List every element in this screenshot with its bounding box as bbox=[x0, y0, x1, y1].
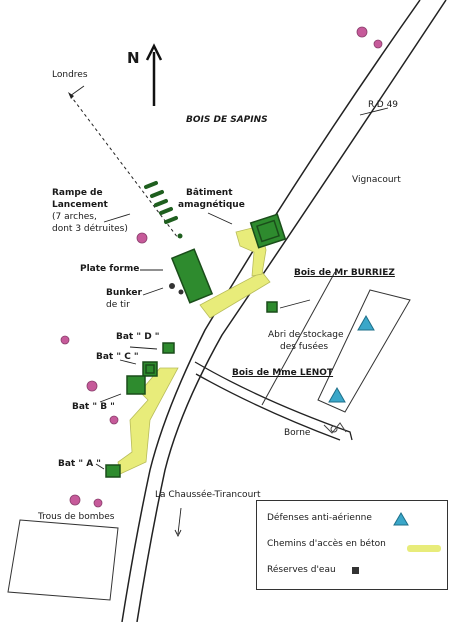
map-title: BOIS DE SAPINS bbox=[186, 115, 268, 125]
label-arrows bbox=[69, 85, 389, 538]
field-parcels bbox=[7, 271, 411, 601]
rampe-label-3: (7 arches, bbox=[52, 212, 97, 222]
bunker-label-2: de tir bbox=[106, 300, 130, 310]
borne-label: Borne bbox=[284, 428, 311, 438]
bat-c-inner bbox=[145, 364, 155, 374]
concrete-paths bbox=[117, 225, 271, 475]
legend-chemins-swatch bbox=[407, 545, 441, 552]
rampe-label-4: dont 3 détruites) bbox=[52, 224, 128, 234]
building-amagnetique bbox=[249, 213, 287, 249]
rampe-label-1: Rampe de bbox=[52, 188, 103, 198]
batiment-label-1: Bâtiment bbox=[186, 188, 233, 198]
building-amagnetique-inner bbox=[256, 219, 280, 243]
rampe-label-2: Lancement bbox=[52, 200, 108, 210]
bat-b-label: Bat " B " bbox=[72, 402, 115, 412]
legend-aa-icon bbox=[393, 512, 409, 526]
trous-label: Trous de bombes bbox=[38, 512, 115, 522]
launch-ramp bbox=[144, 181, 178, 224]
anti-aircraft-defences bbox=[328, 314, 375, 403]
ramp-end-dot bbox=[177, 233, 183, 239]
map-legend: Défenses anti-aérienne Chemins d'accès e… bbox=[256, 500, 448, 590]
legend-chemins-label: Chemins d'accès en béton bbox=[267, 539, 386, 549]
bunker bbox=[169, 283, 184, 295]
bomb-craters bbox=[60, 26, 383, 508]
londres-label: Londres bbox=[52, 70, 88, 80]
bat-a-building bbox=[105, 464, 121, 478]
north-label: N bbox=[127, 49, 140, 67]
bois-lenot-label: Bois de Mme LENOT bbox=[232, 368, 334, 378]
chaussee-label: La Chaussée-Tirancourt bbox=[155, 490, 261, 500]
bat-a-label: Bat " A " bbox=[58, 459, 101, 469]
north-arrow bbox=[145, 43, 163, 106]
borne-marker bbox=[323, 422, 347, 434]
buildings bbox=[105, 213, 287, 478]
bois-burriez-label: Bois de Mr BURRIEZ bbox=[294, 268, 395, 278]
abri-label-1: Abri de stockage bbox=[268, 330, 344, 340]
legend-aa-label: Défenses anti-aérienne bbox=[267, 513, 372, 523]
abri-label-2: des fusées bbox=[280, 342, 329, 352]
bat-b-building bbox=[126, 375, 146, 395]
plate-forme-building bbox=[170, 248, 214, 304]
bat-d-label: Bat " D " bbox=[116, 332, 160, 342]
vignacourt-label: Vignacourt bbox=[352, 175, 401, 185]
side-road bbox=[194, 361, 353, 441]
bunker-label-1: Bunker bbox=[106, 288, 142, 298]
legend-reserves-label: Réserves d'eau bbox=[267, 565, 336, 575]
plate-forme-label: Plate forme bbox=[80, 264, 140, 274]
batiment-label-2: amagnétique bbox=[178, 200, 245, 210]
legend-reserves-icon bbox=[352, 567, 359, 574]
main-road bbox=[121, 0, 447, 622]
bat-c-label: Bat " C " bbox=[96, 352, 139, 362]
abri-stockage-building bbox=[266, 301, 278, 313]
rd-label: R.D 49 bbox=[368, 100, 399, 110]
bat-c-building bbox=[142, 361, 158, 377]
bat-d-building bbox=[162, 342, 175, 354]
